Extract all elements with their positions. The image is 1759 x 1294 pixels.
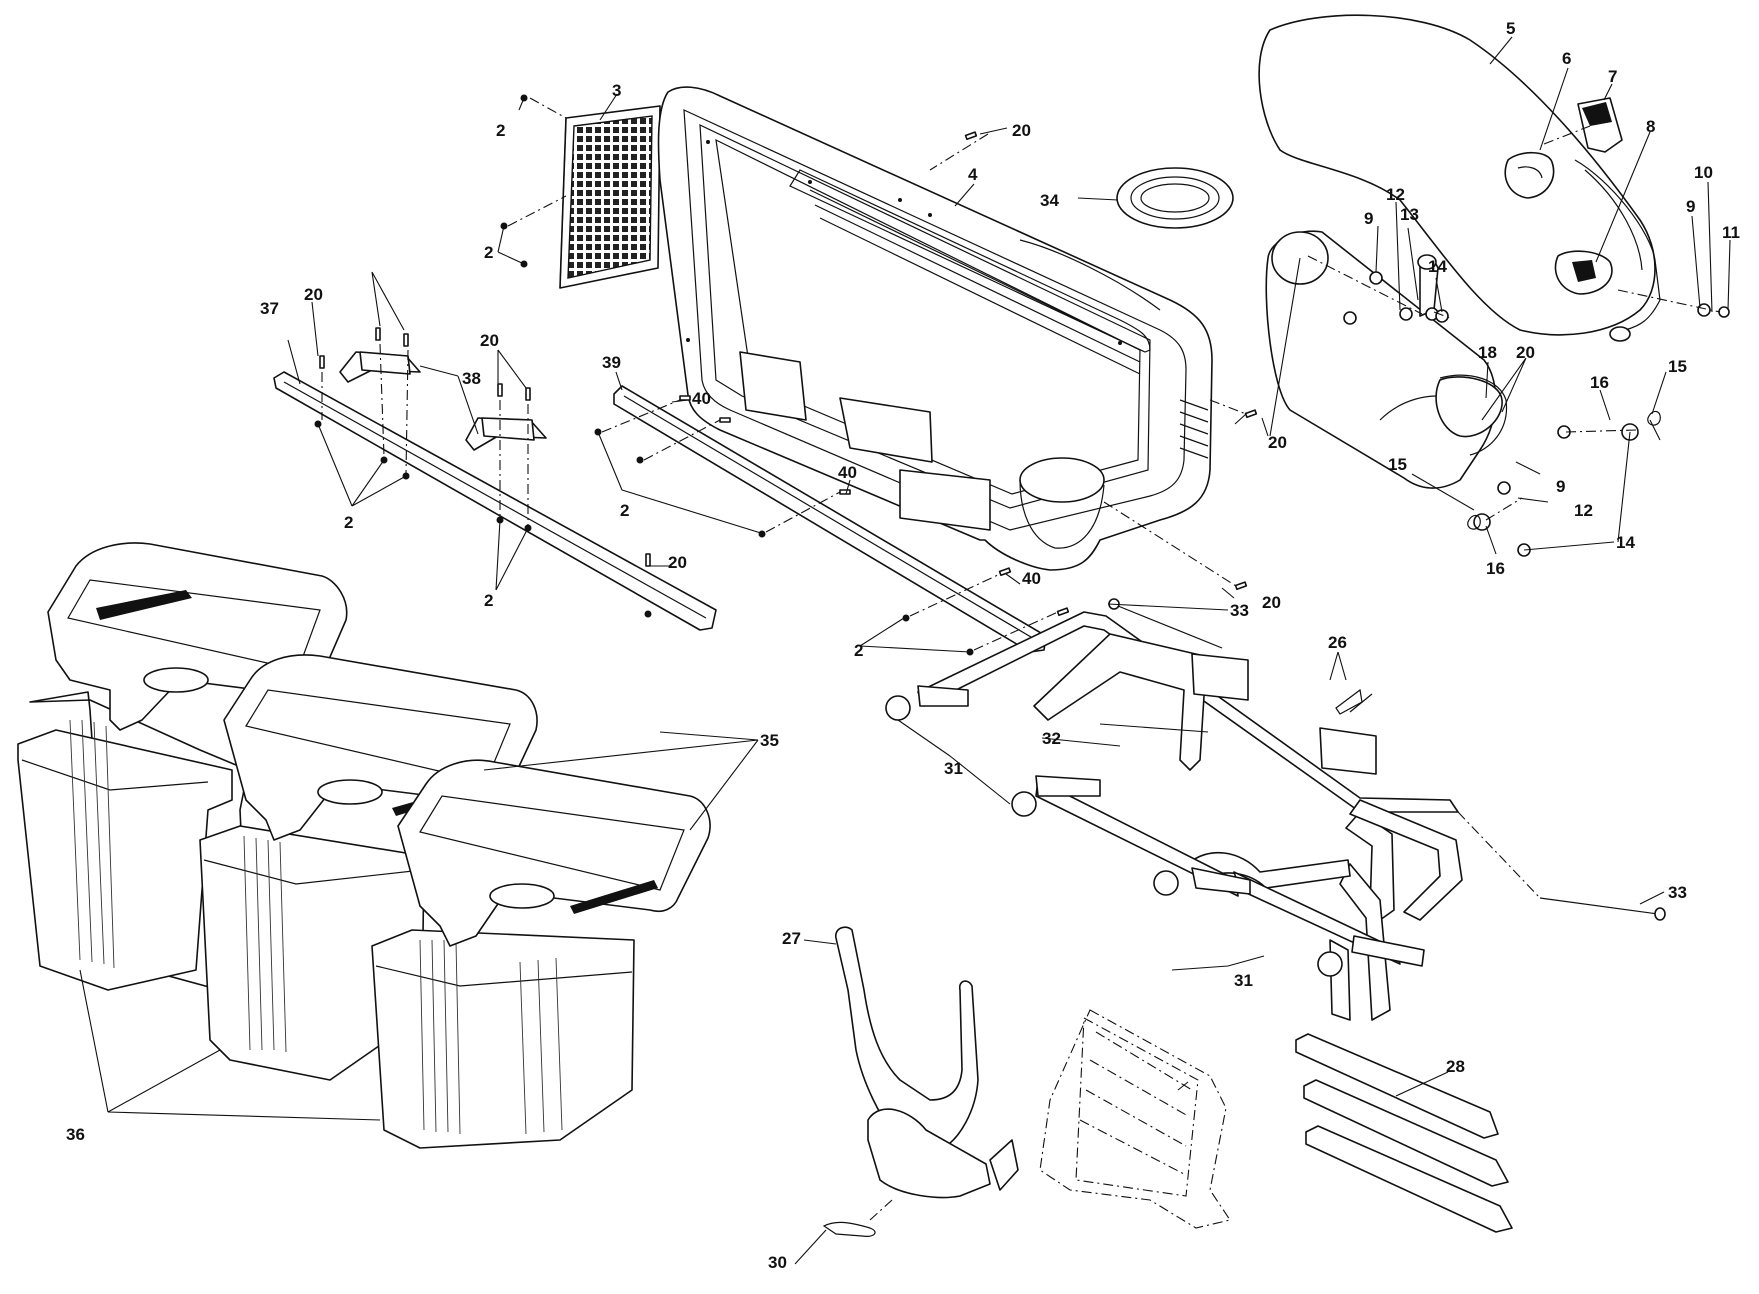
part-screen bbox=[559, 105, 661, 289]
callout-labels: 2 3 2 20 4 34 5 6 7 8 10 9 11 12 13 9 14… bbox=[66, 19, 1740, 1272]
part-discharge-chute bbox=[1258, 14, 1661, 342]
callout-32: 32 bbox=[1042, 729, 1061, 748]
part-catcher-housing bbox=[657, 86, 1213, 571]
part-6-pad bbox=[1504, 151, 1555, 199]
part-7-latch bbox=[1577, 97, 1623, 153]
callout-30: 30 bbox=[768, 1253, 787, 1272]
assembly-lines bbox=[321, 97, 1721, 1221]
callout-2: 2 bbox=[484, 243, 493, 262]
callout-40: 40 bbox=[692, 389, 711, 408]
callout-12: 12 bbox=[1386, 185, 1405, 204]
part-ring-gasket bbox=[1116, 167, 1234, 229]
callout-15: 15 bbox=[1388, 455, 1407, 474]
part-tubes bbox=[885, 685, 1425, 977]
callout-2: 2 bbox=[854, 641, 863, 660]
part-deck-plate bbox=[1039, 1009, 1231, 1229]
callout-11: 11 bbox=[1722, 223, 1740, 242]
callout-14: 14 bbox=[1616, 533, 1635, 552]
callout-27: 27 bbox=[782, 929, 801, 948]
callout-20: 20 bbox=[304, 285, 323, 304]
part-13-handle bbox=[1417, 254, 1439, 317]
callout-7: 7 bbox=[1608, 67, 1617, 86]
callout-28: 28 bbox=[1446, 1057, 1465, 1076]
callout-39: 39 bbox=[602, 353, 621, 372]
callout-4: 4 bbox=[968, 165, 978, 184]
callout-20: 20 bbox=[1262, 593, 1281, 612]
callout-16: 16 bbox=[1590, 373, 1609, 392]
callout-14: 14 bbox=[1428, 257, 1447, 276]
callout-2: 2 bbox=[484, 591, 493, 610]
callout-9: 9 bbox=[1364, 209, 1373, 228]
callout-31: 31 bbox=[1234, 971, 1253, 990]
callout-37: 37 bbox=[260, 299, 279, 318]
callout-20: 20 bbox=[668, 553, 687, 572]
hardware bbox=[314, 94, 1730, 1237]
part-39-bracket bbox=[613, 385, 1047, 653]
callout-13: 13 bbox=[1400, 205, 1419, 224]
leader-lines bbox=[79, 36, 1731, 1265]
part-38-brackets bbox=[339, 351, 547, 451]
callout-2: 2 bbox=[496, 121, 505, 140]
callout-16: 16 bbox=[1486, 559, 1505, 578]
part-27-handle bbox=[835, 926, 1019, 1199]
callout-20: 20 bbox=[1516, 343, 1535, 362]
callout-20: 20 bbox=[1012, 121, 1031, 140]
part-frame bbox=[917, 611, 1463, 1021]
callout-36: 36 bbox=[66, 1125, 85, 1144]
basket-right bbox=[371, 759, 711, 1149]
callout-10: 10 bbox=[1694, 163, 1713, 182]
callout-35: 35 bbox=[760, 731, 779, 750]
callout-33: 33 bbox=[1230, 601, 1249, 620]
callout-2: 2 bbox=[344, 513, 353, 532]
callout-40: 40 bbox=[838, 463, 857, 482]
part-37-bracket bbox=[273, 371, 717, 631]
callout-15: 15 bbox=[1668, 357, 1687, 376]
callout-34: 34 bbox=[1040, 191, 1059, 210]
callout-20: 20 bbox=[1268, 433, 1287, 452]
callout-8: 8 bbox=[1646, 117, 1655, 136]
callout-33: 33 bbox=[1668, 883, 1687, 902]
callout-31: 31 bbox=[944, 759, 963, 778]
callout-5: 5 bbox=[1506, 19, 1515, 38]
callout-9: 9 bbox=[1556, 477, 1565, 496]
callout-9: 9 bbox=[1686, 197, 1695, 216]
callout-2: 2 bbox=[620, 501, 629, 520]
callout-40: 40 bbox=[1022, 569, 1041, 588]
callout-38: 38 bbox=[462, 369, 481, 388]
callout-3: 3 bbox=[612, 81, 621, 100]
callout-20: 20 bbox=[480, 331, 499, 350]
callout-26: 26 bbox=[1328, 633, 1347, 652]
callout-18: 18 bbox=[1478, 343, 1497, 362]
callout-12: 12 bbox=[1574, 501, 1593, 520]
part-8-latch-plate bbox=[1554, 250, 1613, 295]
callout-6: 6 bbox=[1562, 49, 1571, 68]
part-28-blades bbox=[1295, 1033, 1513, 1233]
